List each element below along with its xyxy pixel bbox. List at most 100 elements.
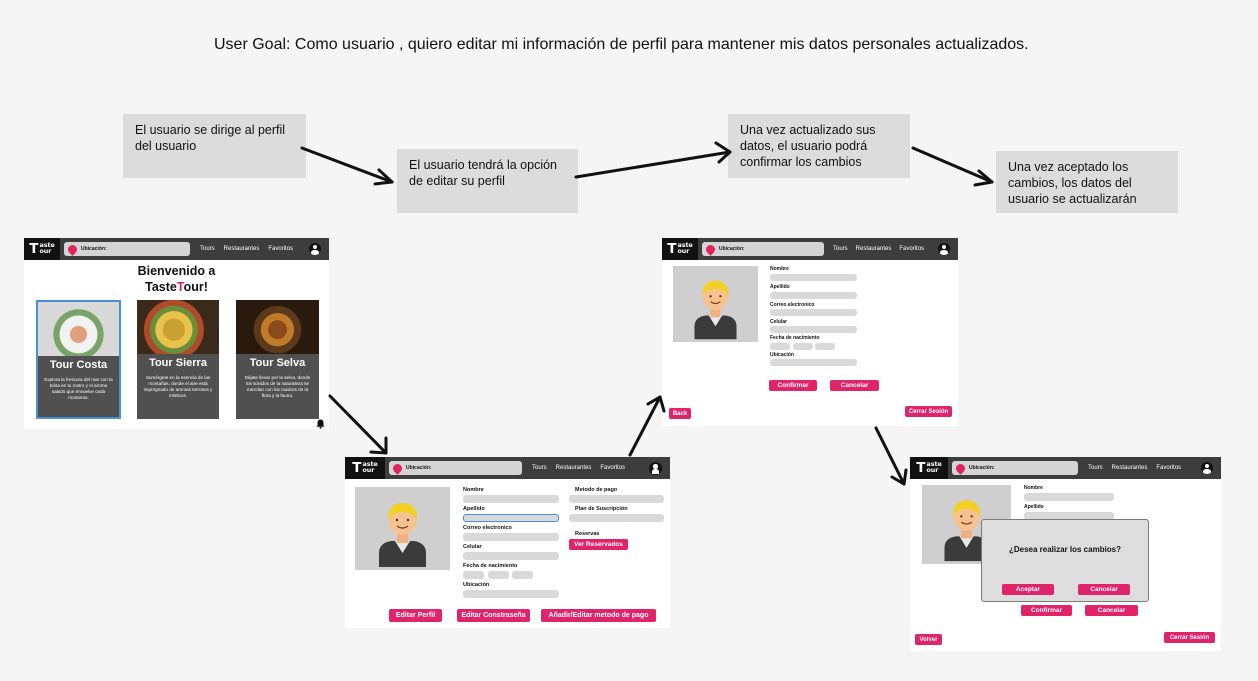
fecha-year-field[interactable] <box>512 571 533 579</box>
confirmar-button[interactable]: Confirmar <box>1021 605 1072 616</box>
label-fecha: Fecha de nacimiento <box>463 563 518 569</box>
confirmar-button[interactable]: Confirmar <box>769 380 817 391</box>
nav-link-favoritos[interactable]: Favoritos <box>268 246 294 252</box>
cerrar-sesion-button[interactable]: Cerrar Sesión <box>905 406 952 417</box>
fecha-month-field[interactable] <box>488 571 509 579</box>
label-correo: Correo electronico <box>770 302 815 308</box>
volver-button[interactable]: Volver <box>915 634 942 645</box>
nav-links: Tours Restaurantes Favoritos <box>532 465 625 471</box>
bell-icon[interactable] <box>316 419 325 429</box>
food-image <box>236 300 319 354</box>
apellido-field[interactable] <box>463 514 559 522</box>
user-avatar-icon[interactable] <box>309 243 321 255</box>
celular-field[interactable] <box>463 552 559 560</box>
step-note-1: El usuario se dirige al perfil del usuar… <box>123 114 306 178</box>
apellido-field[interactable] <box>1024 512 1114 520</box>
label-ubicacion: Ubicación <box>463 582 490 588</box>
nav-link-favoritos[interactable]: Favoritos <box>899 246 925 252</box>
nav-link-tours[interactable]: Tours <box>1088 465 1103 471</box>
nav-link-favoritos[interactable]: Favoritos <box>600 465 626 471</box>
nav-links: Tours Restaurantes Favoritos <box>1088 465 1181 471</box>
label-nombre: Nombre <box>463 487 484 493</box>
tour-description: Explora la frescura del mar con la brisa… <box>44 377 113 400</box>
apellido-field[interactable] <box>770 292 857 299</box>
ubicacion-field[interactable] <box>770 359 857 366</box>
user-avatar-icon[interactable] <box>938 243 950 255</box>
search-input[interactable]: Ubicación: <box>389 461 522 475</box>
step-note-3: Una vez actualizado sus datos, el usuari… <box>728 114 910 178</box>
nav-link-tours[interactable]: Tours <box>200 246 215 252</box>
user-goal: User Goal: Como usuario , quiero editar … <box>214 36 1029 53</box>
cerrar-sesion-button[interactable]: Cerrar Sesión <box>1164 632 1215 643</box>
nav-link-restaurantes[interactable]: Restaurantes <box>223 246 260 252</box>
profile-photo[interactable] <box>355 487 450 570</box>
ver-reservados-button[interactable]: Ver Reservados <box>569 539 628 550</box>
label-nombre: Nombre <box>1024 485 1043 491</box>
celular-field[interactable] <box>770 326 857 333</box>
food-image <box>137 300 219 354</box>
nombre-field[interactable] <box>1024 493 1114 501</box>
step-note-4: Una vez aceptado los cambios, los datos … <box>996 151 1178 213</box>
editar-perfil-button[interactable]: Editar Perfil <box>389 609 442 622</box>
label-celular: Celular <box>463 544 482 550</box>
search-input[interactable]: Ubicación: <box>702 242 824 256</box>
nav-links: Tours Restaurantes Favoritos <box>833 246 924 252</box>
fecha-day-field[interactable] <box>463 571 484 579</box>
user-avatar-icon[interactable] <box>1201 462 1213 474</box>
nombre-field[interactable] <box>463 495 559 503</box>
fecha-month-field[interactable] <box>793 343 813 350</box>
nav-link-restaurantes[interactable]: Restaurantes <box>855 246 892 252</box>
correo-field[interactable] <box>463 533 559 541</box>
tour-card-selva[interactable]: Tour Selva Déjate llevar por la selva, d… <box>236 300 319 419</box>
tour-card-costa[interactable]: Tour Costa Explora la frescura del mar c… <box>36 300 121 419</box>
nav-link-restaurantes[interactable]: Restaurantes <box>1111 465 1148 471</box>
nav-link-restaurantes[interactable]: Restaurantes <box>555 465 592 471</box>
editar-contrasena-button[interactable]: Editar Constraseña <box>457 609 530 622</box>
nav-link-tours[interactable]: Tours <box>833 246 848 252</box>
label-metodo-pago: Metodo de pago <box>575 487 618 493</box>
correo-field[interactable] <box>770 309 857 316</box>
ubicacion-field[interactable] <box>463 590 559 598</box>
user-avatar-icon[interactable] <box>649 461 662 475</box>
cancelar-button[interactable]: Cancelar <box>1085 605 1138 616</box>
search-input[interactable]: Ubicación: <box>952 461 1078 475</box>
profile-photo[interactable] <box>673 266 758 342</box>
label-apellido: Apellido <box>770 284 790 290</box>
plan-field[interactable] <box>569 514 664 522</box>
metodo-pago-field[interactable] <box>569 495 664 503</box>
tour-description: Déjate llevar por la selva, donde los so… <box>244 375 311 398</box>
fecha-day-field[interactable] <box>770 343 790 350</box>
nombre-field[interactable] <box>770 274 857 281</box>
anadir-metodo-pago-button[interactable]: Añadir/Editar metodo de pago <box>541 609 656 622</box>
label-apellido: Apellido <box>1024 504 1044 510</box>
back-button[interactable]: Back <box>669 408 691 419</box>
confirm-dialog: ¿Desea realizar los cambios? Aceptar Can… <box>981 519 1149 602</box>
tour-card-sierra[interactable]: Tour Sierra Sumérgete en la esencia de l… <box>137 300 219 419</box>
arrow-5 <box>628 395 666 457</box>
arrow-6 <box>874 426 908 486</box>
nav-link-favoritos[interactable]: Favoritos <box>1156 465 1182 471</box>
aceptar-button[interactable]: Aceptar <box>1002 584 1054 595</box>
tour-title: Tour Sierra <box>149 357 207 369</box>
tour-description: Sumérgete en la esencia de las montañas,… <box>143 375 213 398</box>
label-nombre: Nombre <box>770 266 789 272</box>
label-correo: Correo electronico <box>463 525 512 531</box>
cancelar-button[interactable]: Cancelar <box>830 380 879 391</box>
arrow-3 <box>911 146 994 187</box>
tour-title: Tour Selva <box>249 357 306 369</box>
nav-link-tours[interactable]: Tours <box>532 465 547 471</box>
search-input[interactable]: Ubicación: <box>64 242 190 256</box>
fecha-year-field[interactable] <box>815 343 835 350</box>
dialog-cancelar-button[interactable]: Cancelar <box>1078 584 1130 595</box>
